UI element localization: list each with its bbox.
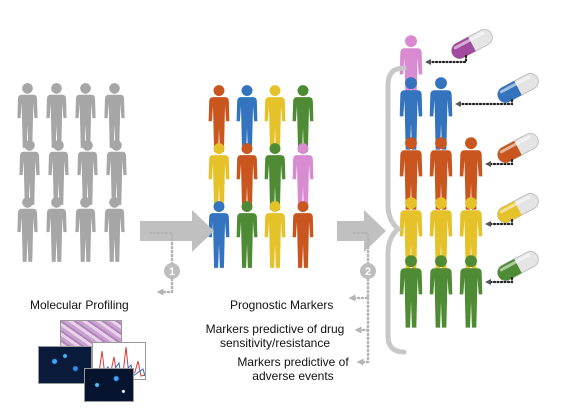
person-figure-gray <box>48 140 69 205</box>
person-figure-green <box>236 201 258 268</box>
capsule-blue <box>497 73 539 103</box>
capsule-arrow-blue <box>455 98 514 107</box>
bracket <box>385 65 407 355</box>
person-figure-green <box>292 85 314 152</box>
person-figure-gray <box>106 140 127 205</box>
label-markers-drug: Markers predictive of drug sensitivity/r… <box>205 322 345 350</box>
person-figure-gray <box>75 197 96 262</box>
targeted-treatment-groups <box>399 35 483 328</box>
person-figure-gray <box>17 197 38 262</box>
connector-step-2 <box>348 231 370 366</box>
step-badge-2: 2 <box>360 263 376 279</box>
label-molecular-profiling: Molecular Profiling <box>30 298 129 312</box>
person-figure-green <box>264 143 286 210</box>
person-figure-gray <box>104 197 125 262</box>
step-number-1: 1 <box>169 266 175 278</box>
capsule-green <box>497 251 539 281</box>
capsule-orange <box>497 133 539 163</box>
person-figure-green <box>459 255 483 328</box>
capsule-purple <box>451 29 493 59</box>
person-figure-blue <box>236 85 258 152</box>
capsule-arrow-orange <box>485 158 514 167</box>
person-figure-gray <box>46 83 67 148</box>
step-number-2: 2 <box>365 266 371 278</box>
person-figure-orange <box>292 201 314 268</box>
label-markers-adverse: Markers predictive of adverse events <box>237 355 349 383</box>
unclassified-population <box>17 83 127 262</box>
person-figure-orange <box>208 85 230 152</box>
connector-step-1 <box>148 231 174 296</box>
capsule-arrow-yellow <box>485 218 514 227</box>
big-arrow-1 <box>140 210 214 252</box>
step-badge-1: 1 <box>164 263 180 279</box>
drug-capsules <box>425 29 539 285</box>
capsule-yellow <box>497 193 539 223</box>
person-figure-gray <box>77 140 98 205</box>
person-figure-pink <box>292 143 314 210</box>
capsule-arrow-purple <box>425 54 468 65</box>
person-figure-gray <box>104 83 125 148</box>
person-figure-yellow <box>208 143 230 210</box>
person-figure-gray <box>75 83 96 148</box>
fluorescence-image-2 <box>84 368 134 402</box>
label-prognostic-markers: Prognostic Markers <box>230 298 334 312</box>
fluorescence-image-1 <box>38 346 92 384</box>
person-figure-gray <box>46 197 67 262</box>
big-arrow-2 <box>337 210 386 252</box>
person-figure-yellow <box>264 201 286 268</box>
person-figure-gray <box>19 140 40 205</box>
person-figure-yellow <box>264 85 286 152</box>
person-figure-green <box>399 255 423 328</box>
capsule-arrow-green <box>485 276 514 285</box>
person-figure-orange <box>236 143 258 210</box>
person-figure-gray <box>17 83 38 148</box>
classified-population <box>208 85 314 268</box>
person-figure-blue <box>208 201 230 268</box>
person-figure-green <box>429 255 453 328</box>
